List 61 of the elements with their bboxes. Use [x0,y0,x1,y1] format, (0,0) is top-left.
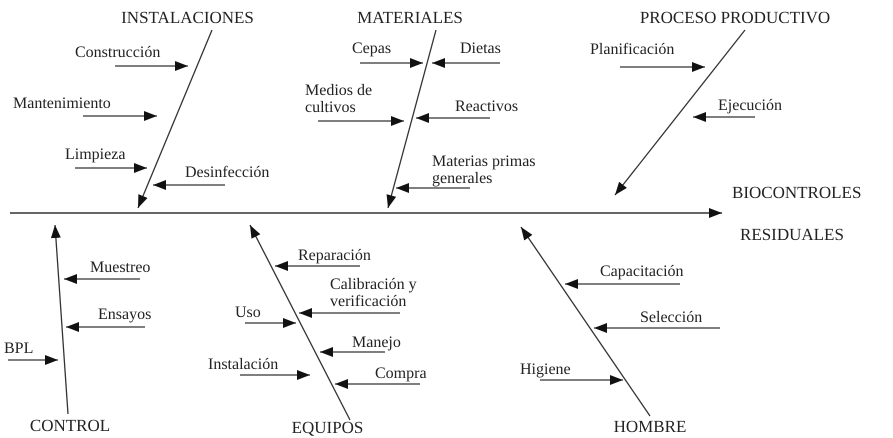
cause-arrow [115,61,188,71]
cause-arrow [318,116,404,126]
cause-arrow [8,355,58,365]
cause-label: Construcción [75,43,160,62]
cause-label: Limpieza [65,145,126,164]
cause-arrow [360,58,423,68]
cause-label: Mantenimiento [13,94,111,114]
cause-label: Reparación [298,246,371,266]
cause-label: Planificación [590,40,674,60]
cause-arrow [335,379,420,389]
cause-label: Dietas [460,39,501,58]
cause-label: Cepas [352,39,392,58]
cause-arrow [83,111,157,121]
cause-label: Uso [235,303,261,322]
cause-arrow [565,279,680,289]
cause-label: BPL [4,339,34,358]
bone-arrow [249,224,351,420]
cause-label: Manejo [352,333,401,352]
cause-arrow [540,375,623,385]
cause-arrow [693,112,755,122]
cause-arrow [240,370,310,380]
category-label: INSTALACIONES [121,8,254,28]
cause-label: Muestreo [90,258,150,278]
category-label: PROCESO PRODUCTIVO [640,8,830,28]
category-label: EQUIPOS [292,418,364,438]
effect-label: BIOCONTROLES [732,183,862,204]
bone-arrow [50,224,69,414]
cause-arrow [396,183,470,193]
cause-label: Calibración y verificación [330,277,418,311]
cause-arrow [64,274,140,284]
cause-label: Reactivos [455,97,518,116]
cause-label: Desinfección [185,163,270,182]
cause-label: Higiene [520,360,571,380]
cause-label: Instalación [208,355,278,374]
cause-arrow [299,308,400,318]
cause-label: Compra [375,364,427,384]
category-label: CONTROL [30,416,110,436]
cause-arrow [620,62,705,72]
cause-label: Ejecución [718,96,782,116]
cause-label: Materias primas generales [432,154,537,188]
bone-arrow [137,30,213,208]
cause-arrow [320,347,385,357]
effect-label: RESIDUALES [740,224,844,245]
cause-label: Selección [640,308,702,328]
category-label: MATERIALES [357,8,463,28]
cause-arrow [153,180,225,190]
category-label: HOMBRE [614,416,686,437]
cause-label: Ensayos [98,305,152,324]
cause-arrow [75,163,147,173]
bone-arrow [614,30,746,196]
cause-label: Capacitación [600,262,684,282]
bone-arrow [386,30,437,208]
spine-arrow [10,208,722,218]
cause-arrow [416,113,490,123]
bone-arrow [520,226,651,416]
cause-label: Medios de cultivos [305,83,374,117]
cause-arrow [66,322,145,332]
cause-arrow [245,318,296,328]
cause-arrow [275,261,360,271]
cause-arrow [594,323,720,333]
cause-arrow [432,58,500,68]
